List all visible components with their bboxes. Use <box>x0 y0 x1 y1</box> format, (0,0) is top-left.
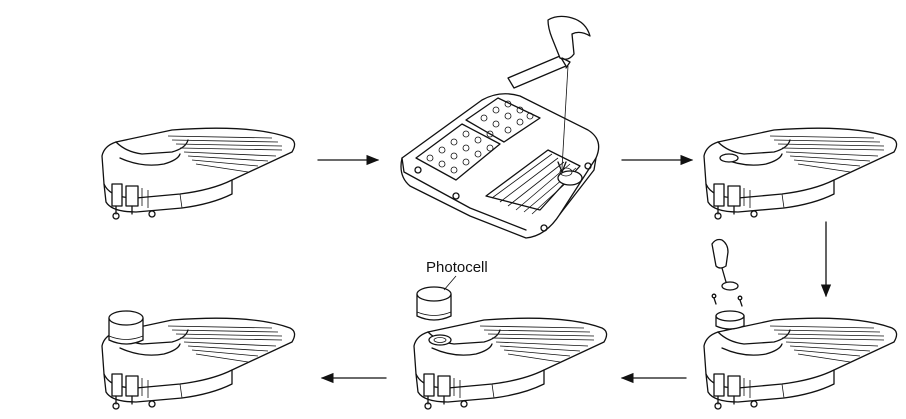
hammer <box>507 15 591 173</box>
luminaire-step-1 <box>101 127 296 220</box>
photocell-receptacle <box>715 310 745 330</box>
photocell-label: Photocell <box>426 259 488 276</box>
photocell-leader-line <box>443 275 457 291</box>
luminaire-step-4 <box>703 317 898 410</box>
receptacle-screws <box>711 293 743 307</box>
screwdriver <box>711 238 739 291</box>
luminaire-open-step-2 <box>400 93 600 239</box>
luminaire-step-3 <box>703 127 898 220</box>
photocell-cap <box>416 286 452 321</box>
luminaire-step-6 <box>101 310 296 410</box>
luminaire-step-5 <box>413 317 608 410</box>
